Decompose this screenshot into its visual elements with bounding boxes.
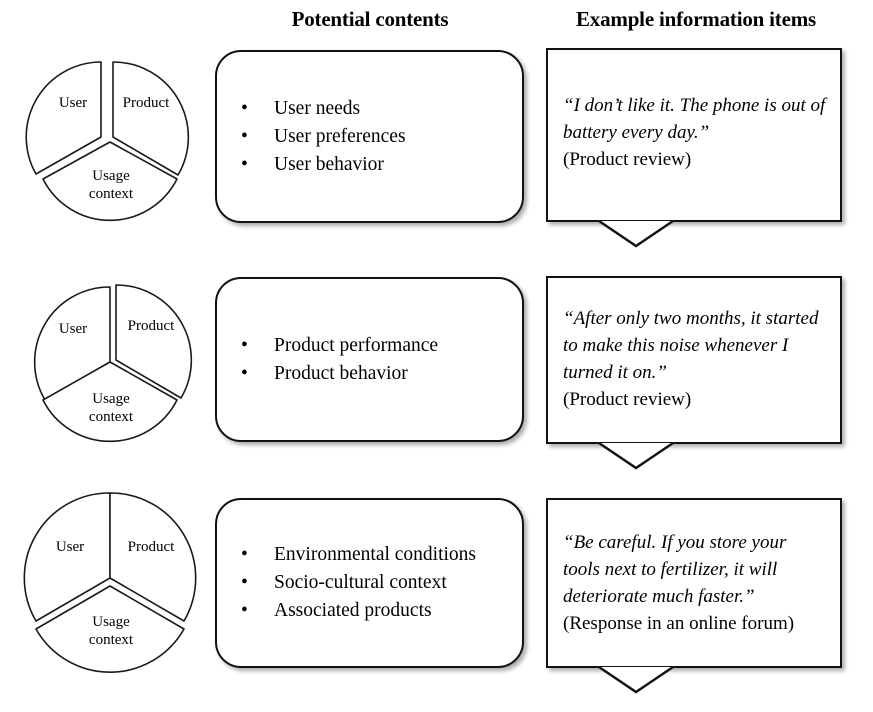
- example-source: (Product review): [563, 149, 692, 170]
- bullet-icon: •: [241, 600, 248, 621]
- pie-chart-user-focus: User Product Usage context: [10, 35, 210, 235]
- example-source: (Product review): [563, 389, 692, 410]
- pie-slice-product: [115, 284, 193, 399]
- pie-label-usage-context-line2: context: [89, 186, 134, 202]
- list-item-label: Associated products: [274, 600, 432, 621]
- bullet-icon: •: [241, 153, 248, 175]
- list-item-label: Environmental conditions: [274, 544, 477, 565]
- potential-contents-box-user: • User needs • User preferences • User b…: [215, 50, 524, 223]
- list-item-label: User needs: [274, 97, 361, 119]
- bullet-list-usage-context: • Environmental conditions • Socio-cultu…: [217, 541, 522, 625]
- pie-label-usage-context-line1: Usage: [92, 391, 130, 407]
- list-item-label: User behavior: [274, 153, 384, 175]
- pie-slice-product: [112, 61, 190, 176]
- bubble-text-block: “I don’t like it. The phone is out of ba…: [563, 92, 828, 173]
- column-header-example-information-items: Example information items: [576, 7, 816, 31]
- list-item: • Socio-cultural context: [241, 569, 522, 597]
- bullet-icon: •: [241, 125, 248, 147]
- bubble-body: [546, 48, 842, 222]
- bubble-body: [546, 276, 842, 444]
- column-header-potential-contents: Potential contents: [291, 7, 449, 31]
- bubble-tail-icon: [598, 666, 694, 696]
- pie-label-product: Product: [128, 539, 175, 555]
- pie-slice-user: [23, 492, 111, 622]
- bubble-tail-icon: [598, 220, 694, 250]
- list-item: • Associated products: [241, 597, 522, 625]
- pie-slice-product: [109, 492, 197, 622]
- pie-label-user: User: [56, 539, 84, 555]
- list-item: • User preferences: [241, 123, 522, 151]
- pie-chart-usage-context-focus: User Product Usage context: [8, 478, 208, 678]
- bullet-list-user: • User needs • User preferences • User b…: [217, 95, 522, 179]
- pie-slice-usage-context: [35, 585, 185, 673]
- potential-contents-box-usage-context: • Environmental conditions • Socio-cultu…: [215, 498, 524, 668]
- example-quote: “I don’t like it. The phone is out of ba…: [563, 95, 826, 143]
- example-source: (Response in an online forum): [563, 613, 795, 634]
- pie-label-usage-context-line1: Usage: [92, 614, 130, 630]
- pie-slice-usage-context: [42, 361, 178, 443]
- bubble-text-block: “Be careful. If you store your tools nex…: [563, 529, 828, 637]
- pie-label-usage-context-line1: Usage: [92, 168, 130, 184]
- bullet-icon: •: [241, 362, 248, 384]
- list-item: • Environmental conditions: [241, 541, 522, 569]
- pie-slice-user: [25, 61, 102, 175]
- bullet-icon: •: [241, 97, 248, 119]
- list-item: • User needs: [241, 95, 522, 123]
- bullet-icon: •: [241, 572, 248, 593]
- example-quote: “After only two months, it started to ma…: [563, 308, 819, 383]
- bubble-text-block: “After only two months, it started to ma…: [563, 305, 828, 413]
- pie-label-usage-context-line2: context: [89, 409, 134, 425]
- pie-label-user: User: [59, 95, 87, 111]
- pie-slice-user: [33, 286, 111, 401]
- bullet-icon: •: [241, 544, 248, 565]
- bullet-icon: •: [241, 334, 248, 356]
- list-item: • Product behavior: [241, 360, 522, 388]
- bubble-body: [546, 498, 842, 668]
- bubble-tail-icon: [598, 442, 694, 472]
- pie-label-product: Product: [128, 318, 175, 334]
- list-item-label: Socio-cultural context: [274, 572, 447, 593]
- pie-chart-product-focus: User Product Usage context: [10, 258, 210, 458]
- list-item-label: Product behavior: [274, 362, 408, 384]
- list-item: • User behavior: [241, 151, 522, 179]
- example-quote: “Be careful. If you store your tools nex…: [563, 532, 787, 607]
- pie-label-usage-context-line2: context: [89, 632, 134, 648]
- pie-label-product: Product: [123, 95, 170, 111]
- pie-label-user: User: [59, 321, 87, 337]
- list-item-label: Product performance: [274, 334, 439, 356]
- pie-slice-usage-context: [42, 141, 178, 222]
- bullet-list-product: • Product performance • Product behavior: [217, 332, 522, 388]
- list-item-label: User preferences: [274, 125, 406, 147]
- potential-contents-box-product: • Product performance • Product behavior: [215, 277, 524, 442]
- list-item: • Product performance: [241, 332, 522, 360]
